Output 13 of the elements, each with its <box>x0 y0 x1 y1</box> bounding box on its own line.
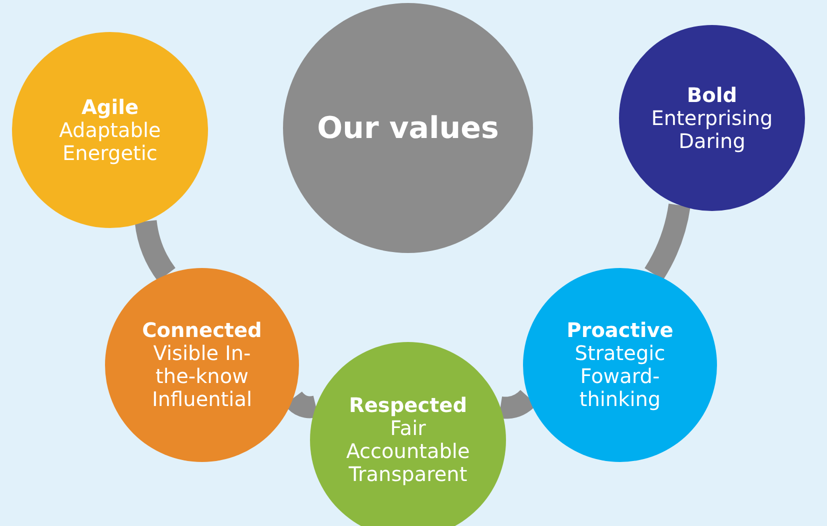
value-heading: Proactive <box>566 319 674 342</box>
value-heading: Agile <box>81 96 139 118</box>
value-heading: Bold <box>686 84 738 106</box>
value-heading: Connected <box>142 319 262 342</box>
value-attributes: Fair Accountable Transparent <box>345 417 471 486</box>
value-attributes: Adaptable Energetic <box>58 118 162 164</box>
value-attributes: Strategic Foward-thinking <box>574 342 666 411</box>
value-attributes: Enterprising Daring <box>650 106 774 152</box>
connector-band <box>134 220 176 282</box>
title-text: Our values <box>317 110 499 146</box>
value-heading: Respected <box>348 394 468 417</box>
value-attributes: Visible In-the-know Influential <box>150 342 254 411</box>
connector-band <box>644 203 690 280</box>
